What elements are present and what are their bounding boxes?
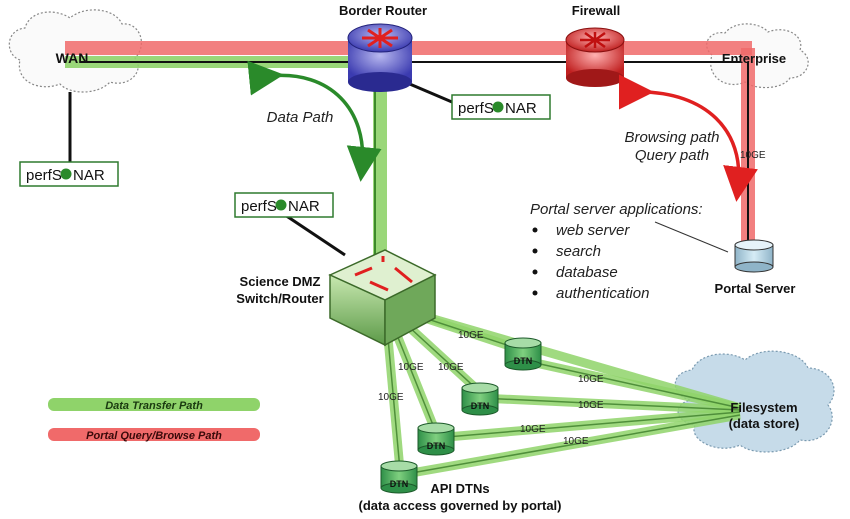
perfsonar-right: NAR [73,167,105,184]
perfsonar-right: NAR [288,198,320,215]
perfsonar-left: perfS [458,100,494,117]
link-speed-label: 10GE [578,400,604,411]
perfsonar-box-dmz: perfS NAR [234,192,334,218]
perfsonar-box-wan: perfS NAR [19,161,119,187]
legend: Data Transfer Path Portal Query/Browse P… [48,398,260,442]
enterprise-label: Enterprise [722,51,786,66]
portal-app-item: web server [556,222,630,239]
science-dmz-switch-icon [328,249,437,347]
link-speed-label: 10GE [398,362,424,373]
link-speed-label: 10GE [438,362,464,373]
portal-app-item: database [556,264,618,281]
dtn-label: DTN [514,356,533,366]
dtn-node-2: DTN [461,382,499,416]
data-path-arrow [247,60,382,182]
science-dmz-sublabel: Switch/Router [236,291,323,306]
portal-app-item: search [556,243,601,260]
link-speed-label: 10GE [520,424,546,435]
firewall-icon [565,27,625,87]
dtn-label: DTN [471,401,490,411]
link-speed-label: 10GE [740,150,766,161]
perfsonar-left: perfS [26,167,62,184]
link-speed-label: 10GE [563,436,589,447]
portal-apps-pointer [654,221,729,253]
legend-data-transfer-label: Data Transfer Path [105,400,203,412]
filesystem-label: Filesystem [730,400,797,415]
perfsonar-box-border: perfS NAR [451,94,551,120]
legend-data-transfer-swatch [48,398,260,411]
dtn-label: DTN [427,441,446,451]
legend-portal-label: Portal Query/Browse Path [86,430,222,442]
legend-portal-swatch [48,428,260,441]
api-dtns-sublabel: (data access governed by portal) [358,498,561,513]
perfsonar-right: NAR [505,100,537,117]
portal-apps-title: Portal server applications: [530,201,703,218]
link-speed-label: 10GE [458,330,484,341]
dtn-node-3: DTN [417,422,455,456]
portal-server-icon [734,239,774,273]
link-speed-label: 10GE [578,374,604,385]
firewall-label: Firewall [572,3,620,18]
portal-apps-list: web server search database authenticatio… [532,222,649,302]
border-router-icon [347,23,413,92]
dtn-node-4: DTN [380,460,418,494]
dtn-label: DTN [390,479,409,489]
dtn-node-1: DTN [504,337,542,371]
filesystem-sublabel: (data store) [729,416,800,431]
api-dtns-label: API DTNs [430,481,489,496]
wan-label: WAN [56,50,89,66]
perfsonar-left: perfS [241,198,277,215]
filesystem-cloud [674,350,835,453]
border-router-label: Border Router [339,3,427,18]
portal-server-label: Portal Server [715,281,796,296]
query-path-label: Query path [635,147,709,164]
portal-app-item: authentication [556,285,649,302]
browsing-path-arrow [618,74,758,202]
link-speed-label: 10GE [378,392,404,403]
science-dmz-label: Science DMZ [240,274,321,289]
data-path-label: Data Path [267,109,334,126]
link-speed-labels: 10GE 10GE 10GE 10GE 10GE 10GE 10GE 10GE … [378,150,766,447]
browsing-path-label: Browsing path [624,129,719,146]
